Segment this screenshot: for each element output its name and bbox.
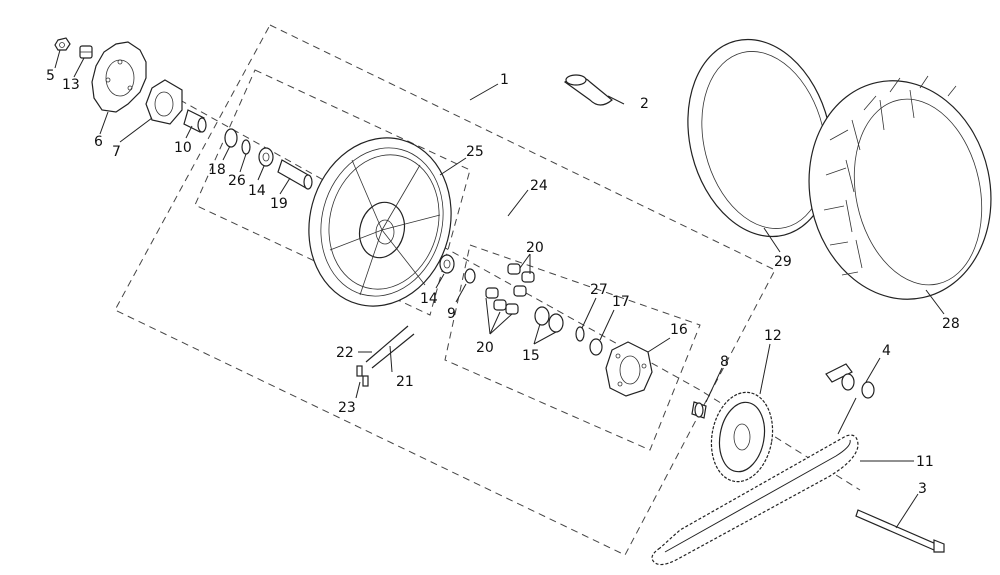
callout-14b: 14: [420, 291, 438, 307]
part-6-brake-disc: [91, 41, 147, 113]
part-9-spacer: [464, 268, 476, 284]
callout-8: 8: [720, 354, 729, 370]
callout-7: 7: [112, 144, 121, 160]
callout-17: 17: [612, 294, 630, 310]
callout-2: 2: [640, 96, 649, 112]
callout-20a: 20: [526, 240, 544, 256]
part-16-sprocket-carrier: [605, 341, 653, 397]
part-17-seal: [589, 338, 603, 356]
hub-boundary-24: [444, 244, 701, 451]
callout-4: 4: [882, 343, 891, 359]
part-25-wheel-rim: [308, 137, 452, 307]
callout-16: 16: [670, 322, 688, 338]
callout-21: 21: [396, 374, 414, 390]
part-14-bearing-left: [258, 147, 274, 167]
assembly-boundary-1: [114, 24, 776, 556]
part-14-bearing-right: [439, 254, 455, 274]
part-19-spacer-tube: [277, 159, 313, 190]
assembly-boundary-24: [194, 69, 471, 316]
part-21-22-spokes: [365, 325, 415, 369]
callout-3: 3: [918, 481, 927, 497]
part-18-seal: [224, 128, 238, 148]
part-8-spacer: [691, 401, 707, 419]
callout-5: 5: [46, 68, 55, 84]
callout-20b: 20: [476, 340, 494, 356]
callout-22: 22: [336, 345, 354, 361]
callout-13: 13: [62, 77, 80, 93]
callout-1: 1: [500, 72, 509, 88]
part-11-chain: [651, 434, 859, 566]
callout-29: 29: [774, 254, 792, 270]
part-28-tyre: [808, 75, 992, 300]
part-26-circlip: [241, 139, 251, 155]
part-27-circlip: [575, 326, 585, 342]
callout-6: 6: [94, 134, 103, 150]
callout-12: 12: [764, 328, 782, 344]
part-2-rim-tape: [563, 74, 613, 106]
callout-27: 27: [590, 282, 608, 298]
callout-24: 24: [530, 178, 548, 194]
callout-25: 25: [466, 144, 484, 160]
callout-28: 28: [942, 316, 960, 332]
callout-23: 23: [338, 400, 356, 416]
part-3-axle: [855, 509, 945, 553]
part-13-bolt: [79, 45, 93, 59]
part-12-rear-sprocket: [710, 391, 774, 483]
leader-lines: [54, 49, 945, 529]
callout-19: 19: [270, 196, 288, 212]
callout-9: 9: [447, 306, 456, 322]
part-15-bearings: [534, 306, 564, 333]
callout-14a: 14: [248, 183, 266, 199]
part-20-cush-rubbers: [485, 263, 535, 315]
callout-18: 18: [208, 162, 226, 178]
callout-15: 15: [522, 348, 540, 364]
part-7-disc-carrier: [145, 79, 183, 125]
callout-26: 26: [228, 173, 246, 189]
callout-11: 11: [916, 454, 934, 470]
part-5-nut: [54, 37, 71, 51]
part-10-spacer: [183, 109, 207, 133]
part-4-chain-link: [825, 363, 875, 399]
part-23-nipples: [356, 365, 369, 387]
callout-10: 10: [174, 140, 192, 156]
part-11-chain-inner: [664, 439, 851, 553]
